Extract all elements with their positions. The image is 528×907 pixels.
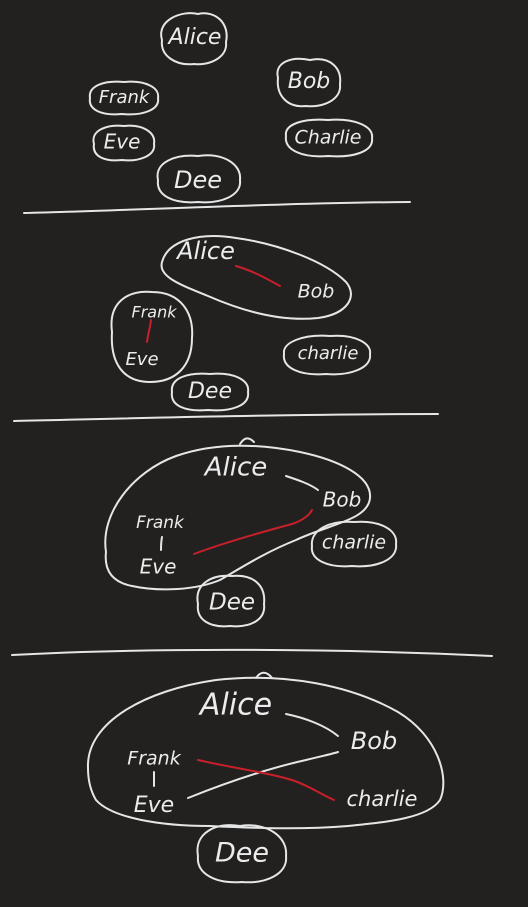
panel-3: Alice Bob Frank Eve charlie Dee xyxy=(104,437,398,628)
panel-2-alice-bob-cluster xyxy=(160,235,352,320)
panel-2-dee-label: Dee xyxy=(188,379,232,404)
panel-2-bob-label: Bob xyxy=(298,281,335,303)
panel-3-merged-cluster xyxy=(104,444,372,591)
panel-4: Alice Bob Frank Eve charlie Dee xyxy=(86,671,445,884)
panel-2-frank-eve-edge xyxy=(146,319,152,343)
panel-1-dee-bubble xyxy=(156,154,242,204)
panel-2-alice-label: Alice xyxy=(175,237,235,265)
panel-3-dee-label: Dee xyxy=(209,590,255,616)
panel-4-dee-label: Dee xyxy=(215,838,269,869)
panel-1: Alice Bob Frank Eve Charlie Dee xyxy=(88,12,374,204)
panel-4-alice-bob-edge xyxy=(285,713,339,737)
panel-1-charlie-bubble xyxy=(284,118,374,158)
panel-4-cluster-peak xyxy=(255,671,273,679)
panel-1-eve-label: Eve xyxy=(104,130,141,154)
panel-4-eve-label: Eve xyxy=(134,793,174,818)
panel-1-bob-label: Bob xyxy=(288,69,331,94)
panel-2-frank-label: Frank xyxy=(132,303,178,322)
panel-2-dee-bubble xyxy=(170,372,250,412)
panel-3-cluster-peak xyxy=(239,437,255,445)
panel-4-frank-charlie-edge xyxy=(197,759,335,801)
panel-4-eve-bob-edge xyxy=(187,751,339,799)
panel-3-charlie-bubble xyxy=(310,520,398,568)
panel-2-charlie-label: charlie xyxy=(298,343,359,364)
panel-2: Alice Bob Frank Eve charlie Dee xyxy=(110,235,372,412)
panel-1-bob-bubble xyxy=(276,57,342,108)
panel-4-alice-label: Alice xyxy=(198,688,272,723)
panel-3-eve-bob-edge xyxy=(193,509,313,555)
panel-1-dee-label: Dee xyxy=(174,166,222,194)
panel-4-dee-bubble xyxy=(196,824,288,884)
panel-2-eve-label: Eve xyxy=(125,349,158,370)
panel-3-frank-eve-edge xyxy=(160,536,163,551)
panel-4-frank-label: Frank xyxy=(127,748,181,770)
panel-3-bob-label: Bob xyxy=(323,488,362,512)
panel-1-alice-bubble xyxy=(160,12,228,66)
panel-4-merged-cluster xyxy=(86,676,445,830)
panel-1-eve-bubble xyxy=(92,124,156,162)
panel-3-frank-label: Frank xyxy=(136,513,185,533)
panel-2-frank-eve-cluster xyxy=(110,290,194,383)
panel-1-alice-label: Alice xyxy=(167,25,222,50)
panel-1-frank-bubble xyxy=(88,80,160,116)
panel-3-charlie-label: charlie xyxy=(322,532,386,554)
panel-3-eve-label: Eve xyxy=(140,555,177,579)
divider-1 xyxy=(23,201,411,214)
panel-4-bob-label: Bob xyxy=(351,727,397,755)
panel-4-charlie-label: charlie xyxy=(347,787,418,811)
divider-3 xyxy=(11,648,493,657)
panel-3-alice-bob-edge xyxy=(285,475,319,491)
panel-1-charlie-label: Charlie xyxy=(294,127,361,149)
panel-2-alice-bob-edge xyxy=(235,265,281,287)
divider-2 xyxy=(13,413,439,422)
panel-2-charlie-bubble xyxy=(282,334,372,376)
panel-1-frank-label: Frank xyxy=(99,87,151,108)
panel-3-alice-label: Alice xyxy=(203,453,268,483)
panel-3-dee-bubble xyxy=(196,574,266,628)
